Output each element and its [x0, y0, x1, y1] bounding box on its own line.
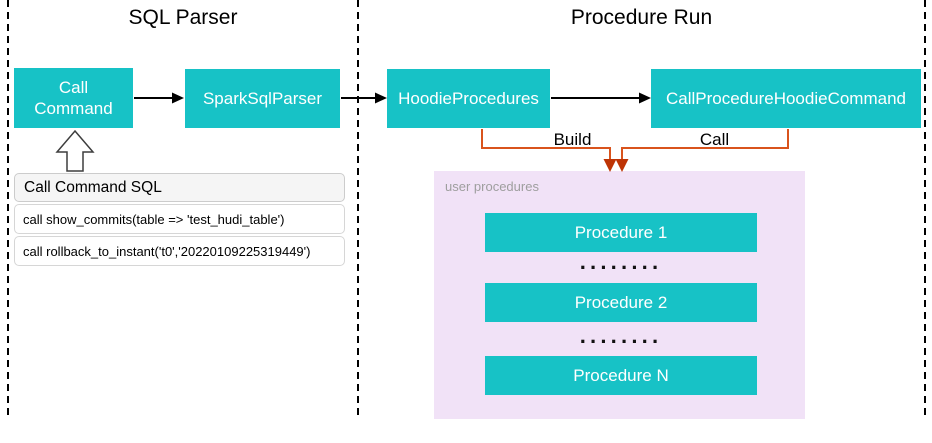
node-call-procedure-hoodie-command-label: CallProcedureHoodieCommand — [665, 88, 906, 108]
dots-separator: ········ — [579, 255, 663, 280]
node-procedure-n-label: Procedure N — [573, 365, 669, 385]
node-procedure-1: Procedure 1 — [485, 213, 757, 252]
connector-label-build: Build — [553, 130, 592, 149]
node-procedure-1-label: Procedure 1 — [574, 222, 668, 242]
node-spark-sql-parser: SparkSqlParser — [185, 69, 340, 128]
node-procedure-2: Procedure 2 — [485, 283, 757, 322]
dots-separator: ········ — [579, 329, 663, 354]
node-call-command: Call Command — [14, 68, 133, 128]
node-procedure-2-label: Procedure 2 — [574, 292, 668, 312]
call-command-sql-note-title: Call Command SQL — [14, 173, 345, 202]
arrowhead-icon — [375, 92, 387, 104]
user-procedures-label: user procedures — [445, 179, 539, 194]
node-call-command-label: Call Command — [34, 77, 113, 118]
arrowhead-icon — [172, 92, 184, 104]
call-command-sql-note: Call Command SQL call show_commits(table… — [14, 173, 345, 266]
node-call-procedure-hoodie-command: CallProcedureHoodieCommand — [651, 69, 921, 128]
node-hoodie-procedures-label: HoodieProcedures — [398, 88, 539, 108]
sql-example-show-commits: call show_commits(table => 'test_hudi_ta… — [14, 204, 345, 234]
user-procedures-panel: user procedures Procedure 1 ········ Pro… — [434, 171, 805, 419]
connector-label-call: Call — [699, 130, 730, 149]
node-spark-sql-parser-label: SparkSqlParser — [202, 88, 323, 108]
up-arrow-icon — [55, 129, 95, 172]
section-title-procedure-run: Procedure Run — [570, 6, 713, 29]
arrowhead-icon — [639, 92, 651, 104]
node-hoodie-procedures: HoodieProcedures — [387, 69, 550, 128]
node-procedure-n: Procedure N — [485, 356, 757, 395]
section-title-sql-parser: SQL Parser — [128, 6, 238, 29]
sql-example-rollback-to-instant: call rollback_to_instant('t0','202201092… — [14, 236, 345, 266]
